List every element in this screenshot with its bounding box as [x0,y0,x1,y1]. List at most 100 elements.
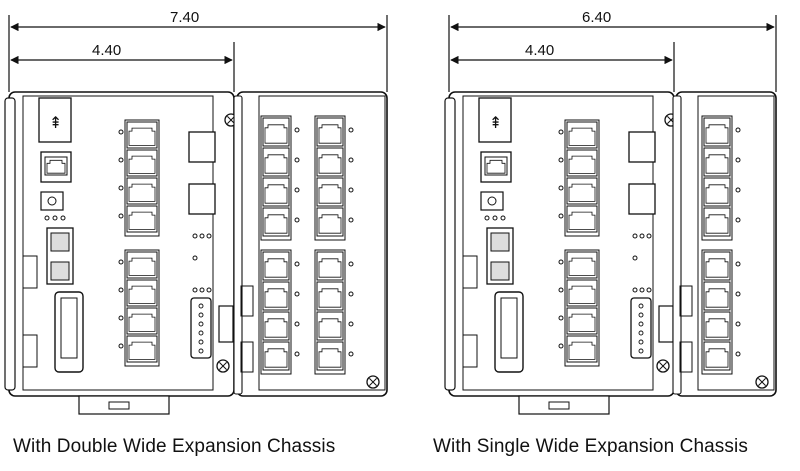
rj45-port [44,156,68,176]
rj45-port-body [262,311,290,341]
status-led [294,351,300,357]
rj45-port-jack [568,313,596,332]
overall-dimension-label: 7.40 [170,9,199,26]
port-stack [260,115,292,241]
status-led [735,187,741,193]
rj45-port-jack [318,288,342,308]
status-led [632,255,638,261]
dimension-lines-double [8,15,388,92]
rj45-port [262,117,290,147]
rj45-port-body [316,117,344,147]
status-led [735,261,741,267]
side-label-tab [679,285,693,317]
screw [755,375,769,389]
rj45-port-body [262,281,290,311]
status-led [192,255,198,261]
status-led [558,129,564,135]
sd-card-slot [494,291,524,373]
status-led [118,315,124,321]
status-led [118,259,124,265]
dimension-lines-single [448,15,777,92]
port-stack [124,119,160,237]
power-terminal-block [188,131,216,163]
rj45-port-body [316,281,344,311]
screw-slot [219,362,227,370]
rj45-port [262,177,290,207]
connector-pin [198,348,204,354]
port-stack [314,115,346,241]
status-led [52,215,58,221]
status-led [348,321,354,327]
status-led [118,343,124,349]
port-stack-frame [701,115,733,241]
rj45-port-body [262,147,290,177]
status-led [558,259,564,265]
rj45-port-jack [705,348,729,368]
rj45-port [262,147,290,177]
rj45-port-jack [318,184,342,204]
status-led [60,215,66,221]
rj45-port-body [566,251,598,279]
status-led [294,127,300,133]
rj45-port-body [126,121,158,149]
rj45-port [484,156,508,176]
status-led [639,287,645,293]
side-label-tab [679,341,693,373]
rj45-port [262,281,290,311]
rj45-port [566,251,598,279]
rj45-port-body [126,279,158,307]
bottom-mount-tab [518,395,610,415]
status-led [294,187,300,193]
status-led [632,287,638,293]
status-led [558,343,564,349]
screw-slot [227,116,235,124]
status-led [558,157,564,163]
rj45-port-jack [705,214,729,234]
rj45-port-body [262,177,290,207]
status-led [118,213,124,219]
rj45-port [316,281,344,311]
rj45-port [316,177,344,207]
rj45-port-body [703,207,731,237]
rj45-port-body [484,156,508,176]
power-terminal-block [628,131,656,163]
sd-card [500,297,518,359]
status-led [118,287,124,293]
status-led [558,213,564,219]
sfp-slot [50,232,70,252]
rj45-port [316,311,344,341]
usb-icon: ⇞ [489,113,502,132]
rj45-port-body [262,251,290,281]
status-led [192,233,198,239]
status-led [735,351,741,357]
connector-pin [198,339,204,345]
rj45-port [126,121,158,149]
status-led [206,287,212,293]
rj45-port-jack [568,155,596,174]
rj45-port-jack [318,348,342,368]
reset-button [487,196,497,206]
rj45-port [566,149,598,177]
rj45-port-body [703,177,731,207]
status-led [646,233,652,239]
rj45-port [566,177,598,205]
status-led [294,157,300,163]
rj45-port-jack [568,211,596,230]
rj45-port-body [566,335,598,363]
port-stack [564,119,600,237]
rj45-port-jack [705,288,729,308]
overall-dimension-label: 6.40 [582,9,611,26]
rj45-port [316,341,344,371]
port-stack [701,249,733,375]
sd-card-slot [54,291,84,373]
status-led [348,291,354,297]
figure-caption-single: With Single Wide Expansion Chassis [433,436,748,457]
reset-button [47,196,57,206]
rj45-port [703,251,731,281]
rj45-port-body [126,251,158,279]
rj45-port-jack [264,258,288,278]
power-terminal-block [188,183,216,215]
rj45-port [703,147,731,177]
rj45-port [126,251,158,279]
rj45-port-body [566,279,598,307]
